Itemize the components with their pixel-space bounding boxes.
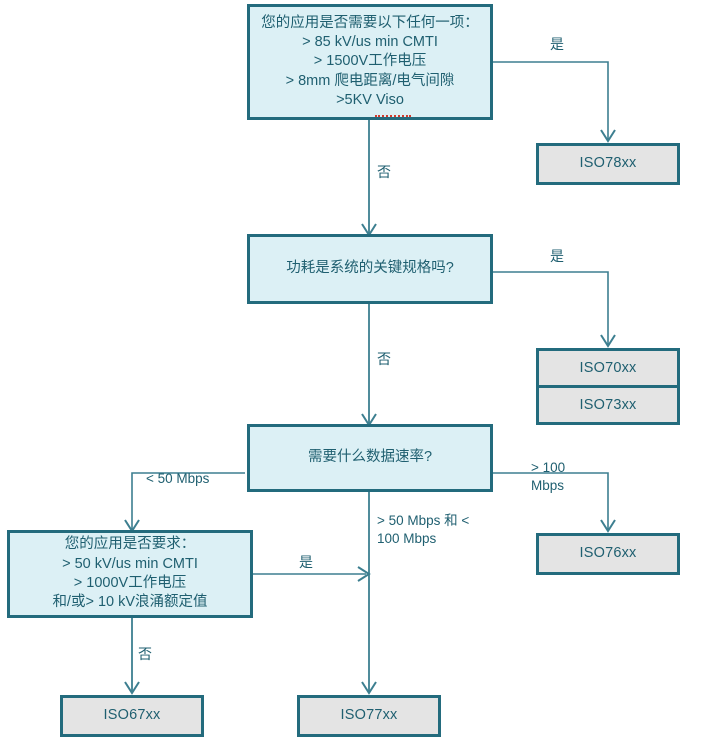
edge-label-q1-no: 否	[377, 164, 391, 180]
connector-q1-iso78	[493, 61, 609, 140]
terminal-node-iso77xx[interactable]: ISO77xx	[297, 695, 441, 737]
arrowhead-iso77	[361, 681, 377, 695]
decision-node-q3[interactable]: 需要什么数据速率?	[247, 424, 493, 492]
edge-label-q3-mid: > 50 Mbps 和 < 100 Mbps	[377, 513, 470, 547]
terminal-node-iso67xx[interactable]: ISO67xx	[60, 695, 204, 737]
terminal-node-iso78xx[interactable]: ISO78xx	[536, 143, 680, 185]
arrowhead-iso67	[124, 681, 140, 695]
edge-label-q3-low: < 50 Mbps	[146, 471, 210, 486]
decision-node-q2[interactable]: 功耗是系统的关键规格吗?	[247, 234, 493, 304]
q2-line-1: 功耗是系统的关键规格吗?	[286, 260, 454, 277]
connector-q2-iso70	[493, 271, 609, 345]
spellcheck-underline	[375, 115, 411, 117]
arrowhead-iso76	[600, 519, 616, 533]
terminal-node-iso70xx[interactable]: ISO70xx	[539, 351, 677, 385]
decision-node-q4[interactable]: 您的应用是否要求： > 50 kV/us min CMTI > 1000V工作电…	[7, 530, 253, 618]
connector-q3-q4	[131, 472, 245, 530]
edge-label-q1-yes: 是	[550, 36, 564, 52]
q1-line-5: >5KV Viso	[336, 91, 404, 108]
q1-line-2: > 85 kV/us min CMTI	[302, 34, 438, 51]
edge-label-q4-no: 否	[138, 646, 152, 662]
connector-q3-iso76	[493, 472, 609, 530]
edge-label-q2-no: 否	[377, 351, 391, 367]
terminal-node-iso73xx[interactable]: ISO73xx	[539, 385, 677, 422]
iso70xx-label: ISO70xx	[579, 360, 637, 376]
arrowhead-iso78	[600, 129, 616, 143]
q4-line-1: 您的应用是否要求：	[64, 536, 196, 553]
terminal-node-iso76xx[interactable]: ISO76xx	[536, 533, 680, 575]
iso77xx-label: ISO77xx	[340, 707, 398, 724]
iso73xx-label: ISO73xx	[579, 397, 637, 413]
q3-line-1: 需要什么数据速率?	[307, 449, 433, 466]
q1-line-1: 您的应用是否需要以下任何一项：	[261, 14, 479, 31]
decision-node-q1[interactable]: 您的应用是否需要以下任何一项： > 85 kV/us min CMTI > 15…	[247, 4, 493, 120]
edge-label-q2-yes: 是	[550, 248, 564, 264]
q1-line-3: > 1500V工作电压	[313, 53, 427, 70]
q1-line-4: > 8mm 爬电距离/电气间隙	[285, 72, 455, 89]
terminal-stack-iso70-iso73: ISO70xx ISO73xx	[536, 348, 680, 425]
q4-line-4: 和/或> 10 kV浪涌额定值	[52, 594, 208, 611]
arrowhead-q4-yes	[357, 566, 371, 582]
q4-line-2: > 50 kV/us min CMTI	[62, 555, 198, 572]
q4-line-3: > 1000V工作电压	[73, 575, 187, 591]
edge-label-q3-high: > 100 Mbps	[531, 460, 566, 494]
arrowhead-iso70	[600, 334, 616, 348]
iso78xx-label: ISO78xx	[579, 155, 637, 172]
iso76xx-label: ISO76xx	[579, 545, 637, 562]
edge-label-q4-yes: 是	[299, 554, 313, 570]
iso67xx-label: ISO67xx	[103, 707, 161, 724]
